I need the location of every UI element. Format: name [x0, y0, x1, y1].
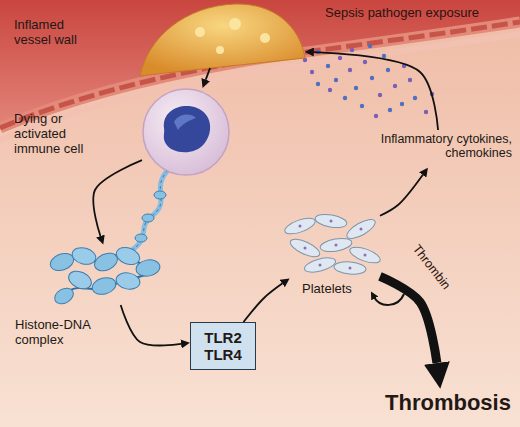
node-label: Inflamed vessel wall: [14, 18, 89, 48]
nucleosome: [135, 234, 147, 242]
histone: [135, 258, 161, 278]
platelet: [344, 216, 378, 242]
cytokine-dot: [393, 84, 397, 88]
flow-arrow: [244, 284, 283, 322]
histone: [115, 271, 141, 291]
cytokine-dot: [368, 44, 372, 48]
flow-arrow: [93, 160, 142, 236]
nucleosome: [154, 191, 166, 199]
node-outline: [140, 2, 305, 68]
platelet-granule: [360, 228, 363, 231]
cytokine-dot: [338, 56, 342, 60]
platelet-granule: [319, 264, 322, 267]
histone-dna-complex: Histone-DNA complex: [45, 245, 165, 305]
immune-cell: Dying or activated immune cell: [142, 88, 230, 176]
cytokine-dot: [360, 104, 364, 108]
platelets: [283, 212, 382, 275]
lipid-droplet: [229, 18, 241, 30]
cytokine-dot: [316, 50, 320, 54]
cytokine-dot: [316, 82, 320, 86]
lipid-droplet: [216, 46, 224, 54]
flow-arrow: [206, 68, 210, 80]
platelet: [314, 212, 348, 229]
flow-arrow: [380, 276, 437, 363]
cytokine-dot: [350, 48, 354, 52]
platelet: [319, 236, 353, 253]
cytokine-dot: [328, 88, 332, 92]
node-outline: [142, 88, 230, 176]
platelet-granule: [364, 254, 367, 257]
cytokine-dot: [413, 96, 417, 100]
cytokine-dot: [348, 68, 352, 72]
cytokine-dot: [374, 114, 378, 118]
feedback-arrow: [374, 294, 404, 305]
histone: [90, 275, 117, 297]
nucleosome: [142, 214, 154, 222]
cytokine-dot: [378, 93, 382, 97]
cell-membrane: [143, 89, 229, 175]
cytokine-dot: [402, 64, 406, 68]
node-label: TLR2 TLR4: [191, 323, 255, 369]
flow-arrow: [314, 52, 438, 130]
cytokine-dot: [400, 102, 404, 106]
flow-arrow: [121, 305, 181, 345]
platelet-granule: [330, 220, 333, 223]
histone: [70, 245, 97, 267]
plaque-shape: [140, 4, 305, 76]
platelet: [288, 236, 322, 260]
platelet: [283, 215, 317, 237]
lipid-droplet: [195, 27, 205, 37]
cytokine-dots: [303, 44, 434, 118]
cytokine-dot: [334, 78, 338, 82]
cytokine-dot: [386, 68, 390, 72]
lipid-droplet: [260, 33, 270, 43]
plaque-lesion: Inflamed vessel wall: [140, 2, 305, 68]
cytokine-dot: [343, 96, 347, 100]
cytokine-dot: [310, 70, 314, 74]
dna-strand: [132, 170, 168, 250]
cytokine-dot: [408, 78, 412, 82]
platelet-granule: [304, 247, 307, 250]
node-label: Platelets: [302, 282, 372, 297]
node-label: Dying or activated immune cell: [14, 112, 94, 157]
dna-strand: [132, 170, 168, 250]
flow-arrow: [380, 175, 423, 216]
cytokine-dot: [424, 110, 428, 114]
receptor-box: TLR2 TLR4: [190, 322, 256, 370]
cytokine-dot: [363, 60, 367, 64]
platelet-cluster: Platelets: [282, 212, 380, 278]
cytokine-release: Inflammatory cytokines, chemokines: [376, 130, 512, 168]
cytokine-dot: [326, 64, 330, 68]
node-label: Inflammatory cytokines, chemokines: [376, 132, 512, 161]
nucleus-highlight: [174, 115, 196, 130]
cytokine-dot: [388, 108, 392, 112]
platelet-granule: [299, 225, 302, 228]
platelet: [334, 261, 367, 276]
histone-cluster: [48, 244, 161, 307]
platelet-granule: [335, 244, 338, 247]
edge-label: Thrombin: [409, 242, 453, 292]
platelet: [303, 255, 337, 275]
platelet-granule: [349, 267, 352, 270]
thrombosis-outcome: Thrombosis: [383, 388, 513, 418]
node-label: Histone-DNA complex: [15, 318, 105, 348]
cytokine-dot: [430, 92, 434, 96]
histone: [52, 285, 76, 307]
annotation-label: Sepsis pathogen exposure: [325, 6, 479, 21]
cytokine-dot: [354, 86, 358, 90]
cytokine-dot: [382, 54, 386, 58]
node-label: Thrombosis: [383, 388, 513, 418]
dna-helix: [132, 170, 168, 250]
cytokine-dot: [370, 76, 374, 80]
cell-nucleus: [164, 106, 210, 152]
